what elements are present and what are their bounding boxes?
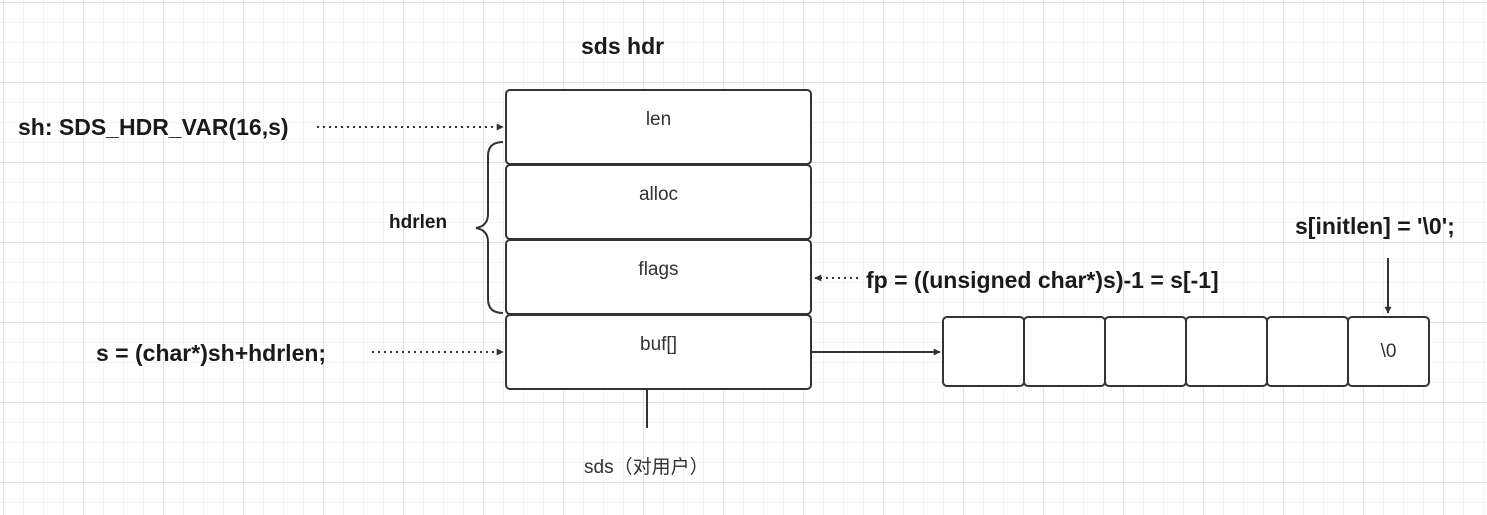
buffer-cell-terminator: \0: [1347, 316, 1430, 387]
field-flags: flags: [505, 239, 812, 315]
buffer-cell: [1023, 316, 1106, 387]
user-pointer-label: sds（对用户）: [584, 457, 709, 478]
fp-definition-label: fp = ((unsigned char*)s)-1 = s[-1]: [866, 267, 1219, 293]
buffer-cell: [942, 316, 1025, 387]
buffer-cell: [1185, 316, 1268, 387]
terminator-label: s[initlen] = '\0';: [1295, 213, 1455, 239]
sh-definition-label: sh: SDS_HDR_VAR(16,s): [18, 114, 289, 140]
buffer-cell: [1266, 316, 1349, 387]
s-definition-label: s = (char*)sh+hdrlen;: [96, 340, 327, 366]
field-buf: buf[]: [505, 314, 812, 390]
hdrlen-brace: [475, 141, 504, 314]
hdrlen-label: hdrlen: [389, 212, 448, 233]
buffer-cell: [1104, 316, 1187, 387]
field-alloc: alloc: [505, 164, 812, 240]
field-len: len: [505, 89, 812, 165]
diagram-title: sds hdr: [581, 33, 665, 59]
